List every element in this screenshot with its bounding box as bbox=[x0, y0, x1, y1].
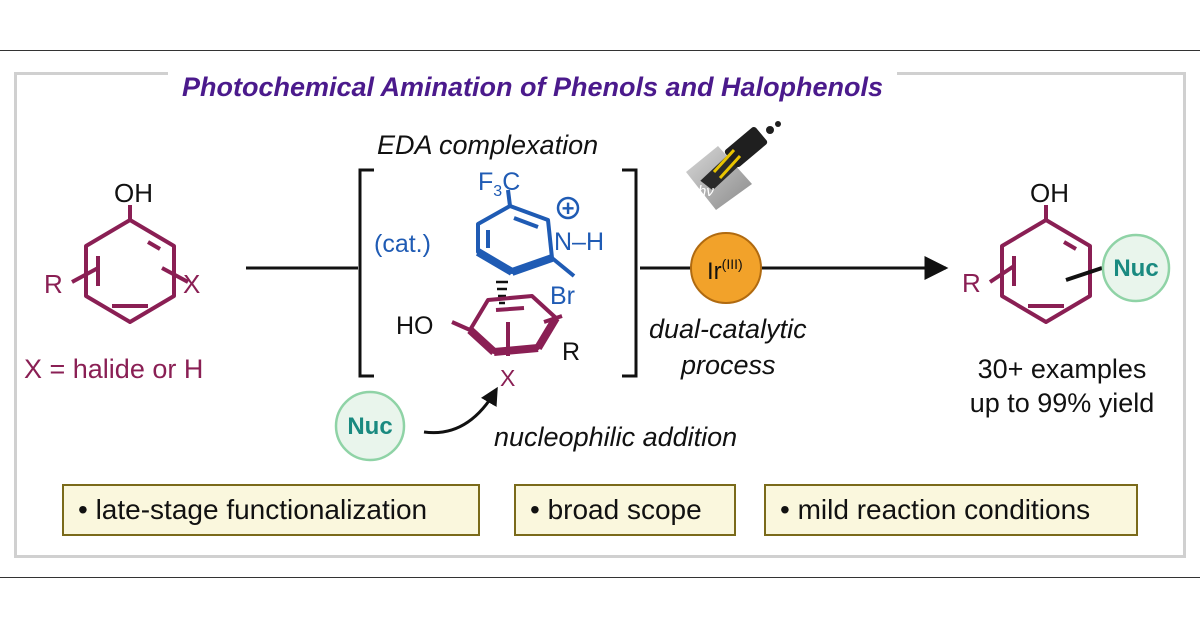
examples-count: 30+ examples bbox=[978, 354, 1147, 384]
eda-complexation-label: EDA complexation bbox=[377, 130, 598, 160]
substrate-oh: OH bbox=[114, 178, 153, 208]
bottom-rule bbox=[0, 577, 1200, 578]
nucleophilic-addition-label: nucleophilic addition bbox=[494, 422, 737, 452]
complexed-phenol: HO R X bbox=[396, 294, 580, 391]
pyridinium-nh: N–H bbox=[554, 228, 604, 256]
complex-ho: HO bbox=[396, 312, 434, 340]
product-nuc-circle bbox=[1101, 233, 1171, 303]
process-line-1: dual-catalytic bbox=[649, 314, 807, 344]
product-aniline: OH R Nuc 30+ examples up to 99% yield bbox=[962, 178, 1171, 418]
substrate-r: R bbox=[44, 269, 63, 299]
feature-mild-conditions: • mild reaction conditions bbox=[764, 484, 1138, 536]
positive-charge: + bbox=[562, 196, 575, 221]
cf3-f: F bbox=[478, 168, 493, 196]
product-r: R bbox=[962, 268, 981, 298]
pyridinium-catalyst: F3C + N–H (cat.) Br bbox=[374, 168, 604, 310]
svg-text:F3C: F3C bbox=[478, 168, 520, 200]
substrate-x: X bbox=[183, 269, 200, 299]
process-line-2: process bbox=[680, 350, 776, 380]
complex-brackets bbox=[358, 168, 638, 378]
substrate-phenol: OH R X X = halide or H bbox=[24, 178, 203, 384]
complex-r: R bbox=[562, 338, 580, 366]
light-label: hν bbox=[698, 183, 714, 200]
iridium-symbol: Ir bbox=[707, 258, 722, 285]
graphic-title: Photochemical Amination of Phenols and H… bbox=[168, 70, 898, 104]
complex-x: X bbox=[500, 365, 515, 391]
feature-late-stage: • late-stage functionalization bbox=[62, 484, 480, 536]
bromo-label: Br bbox=[550, 282, 575, 310]
cf3-c: C bbox=[502, 168, 520, 196]
nucleophilic-attack-arrow bbox=[423, 386, 498, 435]
catalytic-label: (cat.) bbox=[374, 230, 431, 258]
nuc-label: Nuc bbox=[347, 413, 392, 440]
positive-charge-icon bbox=[556, 196, 580, 220]
iridium-oxidation-state: (III) bbox=[722, 256, 743, 272]
cf3-subscript: 3 bbox=[493, 183, 502, 200]
iridium-circle bbox=[690, 232, 762, 304]
pi-stacking-bond bbox=[496, 280, 508, 312]
yield-range: up to 99% yield bbox=[970, 388, 1155, 418]
substrate-ring bbox=[84, 218, 176, 324]
substrate-note: X = halide or H bbox=[24, 354, 203, 384]
flashlight-icon: hν bbox=[686, 121, 781, 210]
feature-broad-scope: • broad scope bbox=[514, 484, 736, 536]
product-oh: OH bbox=[1030, 178, 1069, 208]
iridium-catalyst: Ir(III) bbox=[690, 232, 762, 304]
nuc-circle bbox=[334, 390, 406, 462]
product-c-n-bond bbox=[1065, 266, 1103, 282]
top-rule bbox=[0, 50, 1200, 51]
product-nuc-label: Nuc bbox=[1113, 255, 1158, 282]
svg-text:Ir(III): Ir(III) bbox=[707, 256, 743, 285]
nucleophile-group: Nuc nucleophilic addition bbox=[334, 386, 737, 462]
